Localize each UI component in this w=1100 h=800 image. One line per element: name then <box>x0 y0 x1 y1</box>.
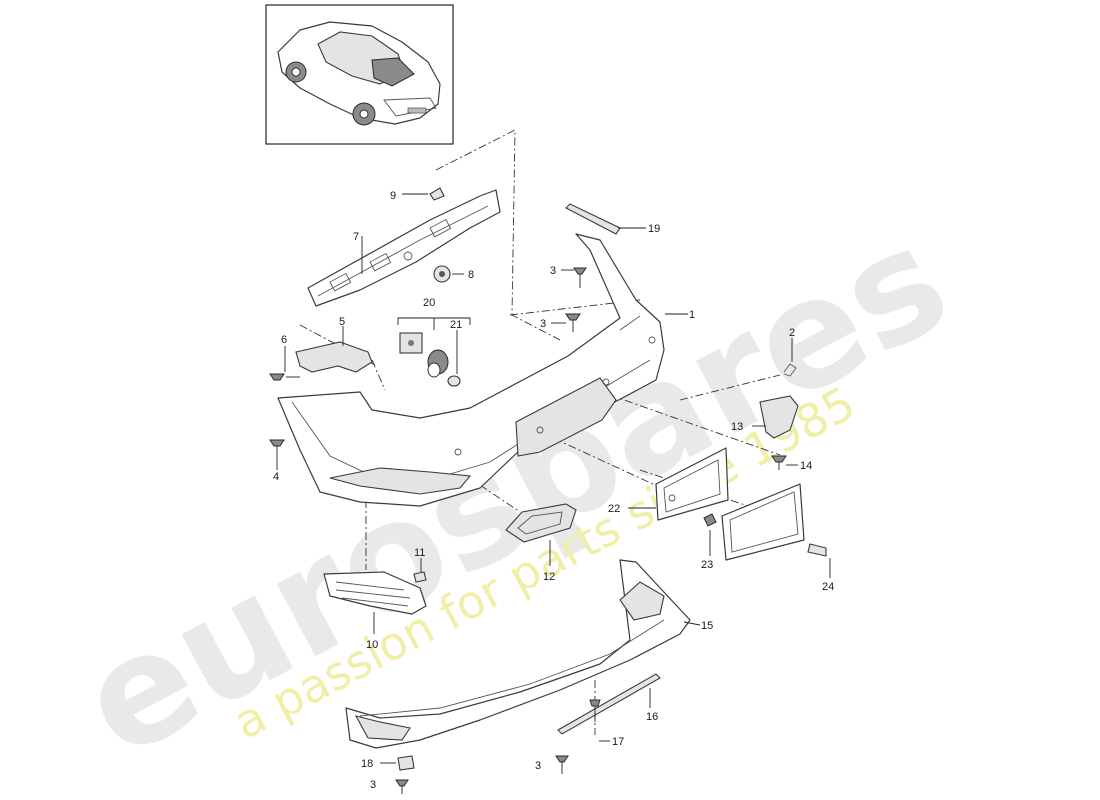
callout-6: 6 <box>281 334 287 346</box>
part-screw-23 <box>703 513 717 527</box>
callout-5: 5 <box>339 316 345 328</box>
callout-15: 15 <box>701 620 713 632</box>
part-clip-9 <box>429 187 445 201</box>
part-park-sensor <box>397 317 471 387</box>
callout-24: 24 <box>822 581 834 593</box>
part-grommet <box>433 265 451 283</box>
callout-14: 14 <box>800 460 812 472</box>
part-bumper-cover <box>277 233 665 507</box>
callout-9: 9 <box>390 190 396 202</box>
car-rear-window <box>371 57 415 87</box>
part-lower-diffuser <box>345 559 691 749</box>
callout-3a: 3 <box>550 265 556 277</box>
callout-7: 7 <box>353 231 359 243</box>
vehicle-thumbnail <box>265 4 454 145</box>
fastener-screws <box>269 267 787 794</box>
callout-23: 23 <box>701 559 713 571</box>
callout-11: 11 <box>414 547 425 559</box>
callout-2: 2 <box>789 327 795 339</box>
callout-4: 4 <box>273 471 279 483</box>
callout-3d: 3 <box>370 779 376 791</box>
part-upper-seal-strip <box>565 203 621 235</box>
part-screw-24 <box>807 543 827 557</box>
callout-21: 21 <box>450 319 462 331</box>
callout-leaders <box>276 193 831 764</box>
callout-22: 22 <box>608 503 620 515</box>
callout-3c: 3 <box>535 760 541 772</box>
part-side-bracket <box>295 341 373 373</box>
callout-12: 12 <box>543 571 555 583</box>
part-reflector-cover <box>759 395 799 439</box>
callout-10: 10 <box>366 639 378 651</box>
callout-13: 13 <box>731 421 743 433</box>
callout-8: 8 <box>468 269 474 281</box>
callout-17: 17 <box>612 736 624 748</box>
part-bumper-carrier <box>307 189 501 307</box>
part-clip-18 <box>397 755 415 771</box>
callout-1: 1 <box>689 309 695 321</box>
part-vent-grille <box>323 571 427 615</box>
part-diffuser-strip <box>557 673 661 735</box>
part-license-plate <box>721 483 805 561</box>
callout-20: 20 <box>423 297 435 309</box>
callout-3b: 3 <box>540 318 546 330</box>
callout-labels: 1 2 3 3 3 3 4 5 6 7 8 9 10 11 12 13 14 1… <box>273 190 834 791</box>
callout-18: 18 <box>361 758 373 770</box>
part-plate-bracket <box>655 447 729 521</box>
part-hook <box>783 363 797 377</box>
callout-16: 16 <box>646 711 658 723</box>
callout-19: 19 <box>648 223 660 235</box>
part-clip-11 <box>413 571 427 583</box>
part-exhaust-trim <box>505 503 577 543</box>
